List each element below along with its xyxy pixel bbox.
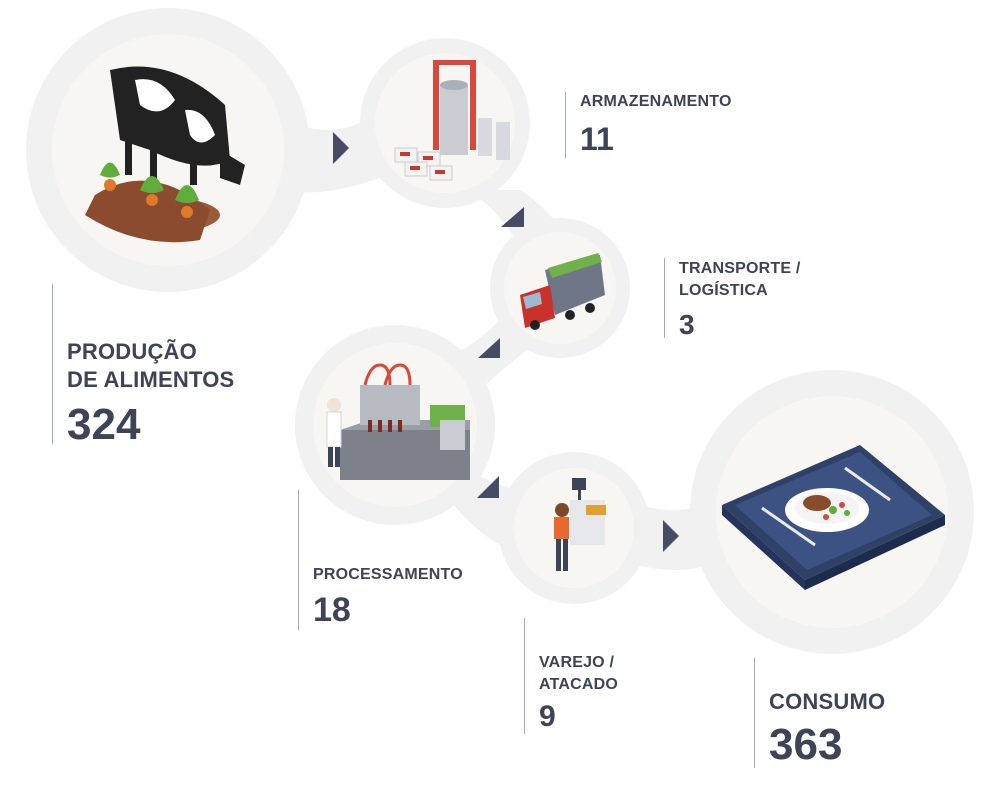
- producao-name-line1: PRODUÇÃO: [67, 339, 197, 364]
- cow-and-crops-icon: [85, 66, 245, 243]
- transporte-value: 3: [679, 309, 695, 340]
- processamento-value: 18: [313, 591, 351, 629]
- arrow-right-1: [333, 132, 349, 164]
- varejo-name-line1: VAREJO /: [539, 654, 615, 671]
- transporte-name-line2: LOGÍSTICA: [679, 282, 768, 299]
- transporte-name-line1: TRANSPORTE /: [679, 260, 801, 277]
- consumo-name: CONSUMO: [769, 689, 886, 714]
- silo-storage-icon: [394, 60, 510, 181]
- varejo-value: 9: [539, 700, 556, 733]
- label-varejo: VAREJO / ATACADO 9: [524, 618, 704, 734]
- varejo-name-line2: ATACADO: [539, 676, 619, 693]
- label-consumo: CONSUMO 363: [754, 658, 954, 769]
- consumo-value: 363: [769, 720, 843, 769]
- label-producao: PRODUÇÃO DE ALIMENTOS 324: [52, 284, 282, 449]
- truck-icon: [520, 253, 605, 330]
- factory-processing-icon: [326, 363, 470, 480]
- processamento-name: PROCESSAMENTO: [313, 566, 463, 583]
- label-armazenamento: ARMAZENAMENTO 11: [565, 92, 800, 158]
- producao-name-line2: DE ALIMENTOS: [67, 367, 235, 392]
- arrow-2: [501, 207, 524, 227]
- food-tray-icon: [722, 445, 945, 590]
- armazenamento-value: 11: [580, 121, 614, 157]
- armazenamento-name: ARMAZENAMENTO: [580, 93, 732, 110]
- label-processamento: PROCESSAMENTO 18: [298, 490, 498, 630]
- arrow-right-5: [663, 520, 679, 552]
- arrow-3: [478, 338, 500, 358]
- arrow-4: [477, 476, 499, 498]
- label-transporte: TRANSPORTE / LOGÍSTICA 3: [664, 258, 879, 340]
- retail-cashier-icon: [554, 478, 606, 571]
- producao-value: 324: [67, 400, 141, 449]
